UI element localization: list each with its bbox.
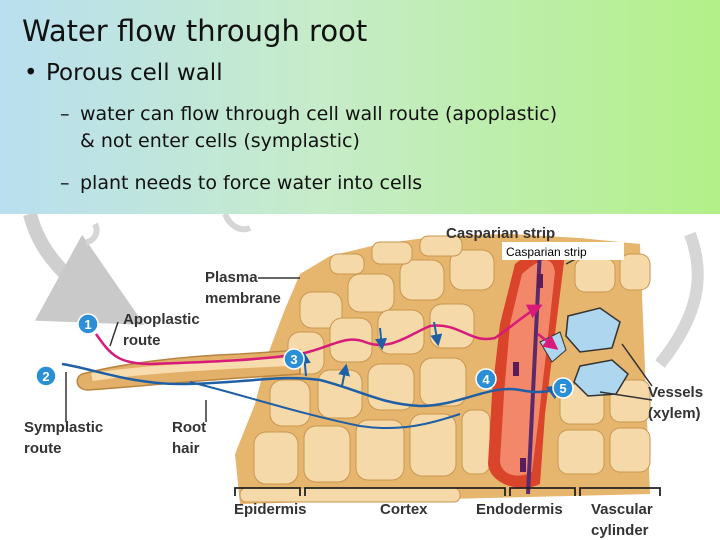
cell-entry-arrow-4 — [430, 321, 443, 347]
label-membrane: membrane — [205, 290, 281, 307]
label-apoplastic-route: route — [123, 332, 161, 349]
marker-4: 4 — [475, 368, 497, 390]
sub-bullet-dash: – — [60, 103, 70, 125]
label-root: Root — [172, 419, 206, 436]
marker-2-number: 2 — [42, 369, 49, 384]
label-hair: hair — [172, 440, 200, 457]
marker-2: 2 — [35, 365, 57, 387]
label-epidermis: Epidermis — [234, 501, 307, 518]
casparian-overlay-box — [502, 242, 624, 260]
bullet-porous-cell-wall: • Porous cell wall — [24, 60, 223, 86]
label-cortex: Cortex — [380, 501, 428, 518]
root-water-flow-figure: 1 2 3 4 5 Casparian strip Casparian stri… — [0, 214, 720, 540]
marker-5: 5 — [552, 377, 574, 399]
sub-bullet-line1: plant needs to force water into cells — [80, 172, 423, 194]
apoplastic-route-arrow-end — [537, 333, 559, 350]
sub-bullet-dash: – — [60, 172, 70, 194]
marker-5-number: 5 — [559, 381, 566, 396]
label-xylem: (xylem) — [648, 405, 701, 422]
cell-entry-arrow-3 — [375, 327, 388, 351]
region-brackets — [234, 487, 661, 496]
bullet-dot: • — [24, 60, 38, 86]
symplastic-route-lower — [189, 381, 461, 430]
sub-bullet-line1: water can flow through cell wall route (… — [80, 103, 558, 125]
slide-title: Water flow through root — [22, 14, 368, 48]
label-plasma: Plasma — [205, 269, 258, 286]
label-vessels: Vessels — [648, 384, 703, 401]
label-casparian-strip: Casparian strip — [446, 225, 555, 242]
label-cylinder: cylinder — [591, 522, 649, 539]
label-casparian-strip-overlay: Casparian strip — [506, 245, 587, 259]
marker-3-number: 3 — [290, 352, 297, 367]
sub-bullet-apoplastic: –water can flow through cell wall route … — [60, 101, 557, 155]
apoplastic-route-arrow — [94, 304, 543, 366]
label-symplastic: Symplastic — [24, 419, 103, 436]
marker-1-number: 1 — [84, 317, 91, 332]
grey-swirl-arrows — [23, 214, 704, 368]
label-vascular: Vascular — [591, 501, 653, 518]
cell-entry-arrow-2 — [338, 363, 351, 387]
label-apoplastic: Apoplastic — [123, 311, 200, 328]
label-endodermis: Endodermis — [476, 501, 563, 518]
marker-3: 3 — [283, 348, 305, 370]
marker-1: 1 — [77, 313, 99, 335]
marker-4-number: 4 — [482, 372, 490, 387]
root-diagram: 1 2 3 4 5 Casparian strip Casparian stri… — [0, 214, 720, 540]
bullet-text: Porous cell wall — [46, 60, 223, 86]
sub-bullet-line2: & not enter cells (symplastic) — [80, 130, 360, 152]
sub-bullet-force-water: –plant needs to force water into cells — [60, 170, 422, 197]
symplastic-route-arrow — [61, 362, 563, 408]
label-symplastic-route: route — [24, 440, 62, 457]
